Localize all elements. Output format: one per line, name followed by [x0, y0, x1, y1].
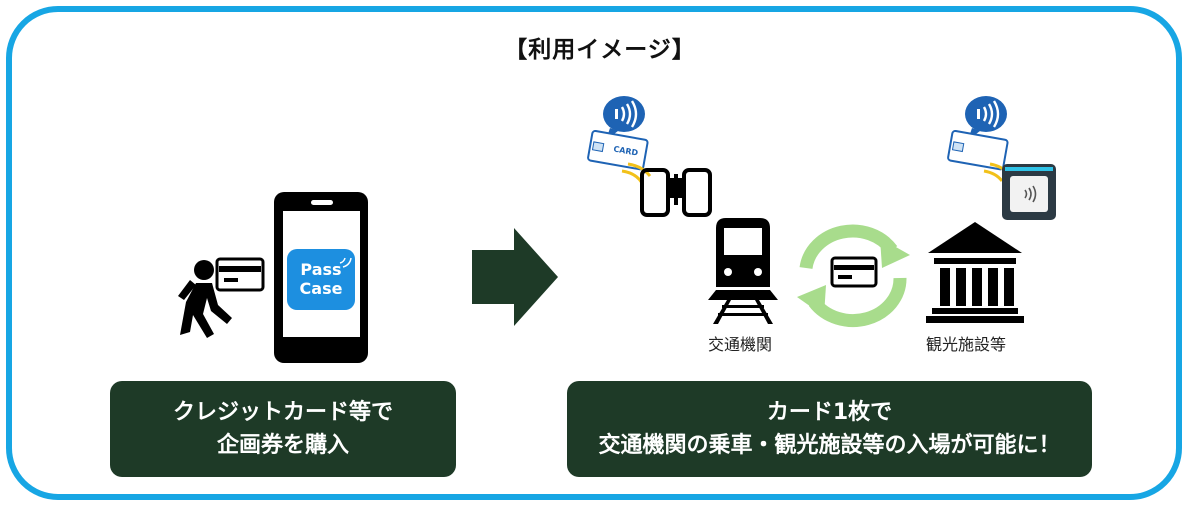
museum-icon	[926, 222, 1024, 323]
arrow-right-icon	[472, 228, 558, 326]
train-icon	[708, 218, 778, 324]
caption-purchase-line1: クレジットカード等で	[172, 400, 393, 425]
walking-person-icon	[178, 260, 232, 338]
outer-frame	[6, 6, 1182, 500]
card-text: CARD	[613, 144, 639, 157]
page-title: 【利用イメージ】	[504, 37, 696, 63]
ticket-gate-icon	[640, 168, 712, 217]
caption-purchase: クレジットカード等で 企画券を購入	[110, 381, 456, 477]
app-name-line2: Case	[300, 279, 343, 298]
app-name-line1: Pass	[300, 260, 341, 279]
caption-purchase-line2: 企画券を購入	[216, 433, 349, 458]
card-icon-sightseeing	[947, 129, 1009, 171]
caption-usage-line1: カード1枚で	[766, 400, 893, 425]
caption-usage: カード1枚で 交通機関の乗車・観光施設等の入場が可能に！	[567, 381, 1092, 477]
cycle-arrows-icon	[797, 224, 910, 328]
card-reader-icon	[1002, 164, 1056, 220]
label-sightseeing: 観光施設等	[925, 335, 1006, 354]
label-transit: 交通機関	[707, 335, 772, 354]
card-icon-transit: CARD	[587, 129, 649, 171]
credit-card-icon	[215, 257, 265, 292]
smartphone-icon: Pass Case	[274, 192, 368, 363]
caption-usage-line2: 交通機関の乗車・観光施設等の入場が可能に！	[598, 433, 1061, 458]
contactless-icon-2	[965, 96, 1007, 140]
